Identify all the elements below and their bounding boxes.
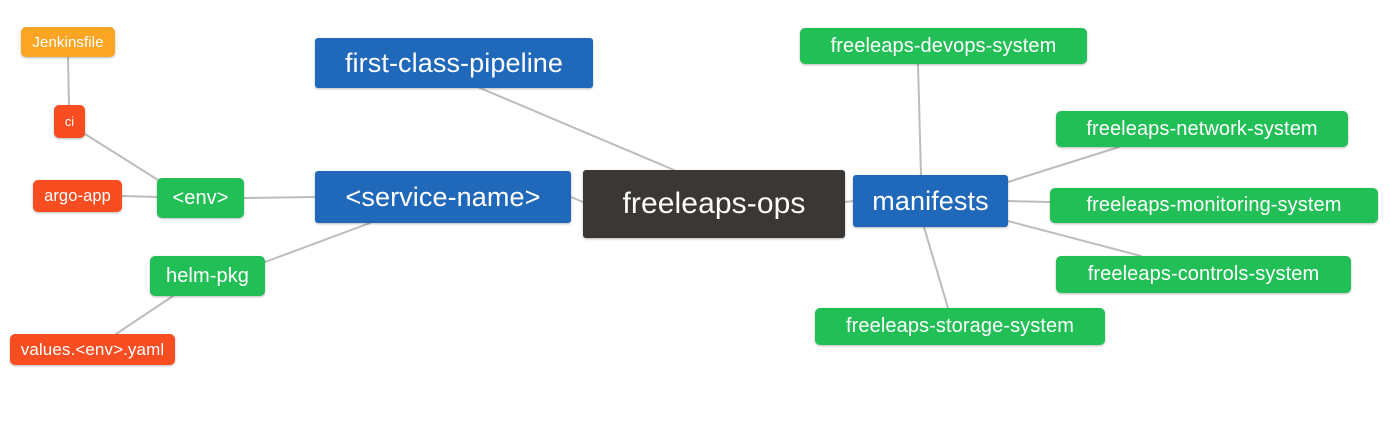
node-service-name[interactable]: <service-name> <box>315 171 571 223</box>
node-label: freeleaps-network-system <box>1086 117 1318 140</box>
node-freeleaps-devops-system[interactable]: freeleaps-devops-system <box>800 28 1087 64</box>
node-label: freeleaps-monitoring-system <box>1086 194 1342 216</box>
node-label: helm-pkg <box>165 264 250 287</box>
node-helm-pkg[interactable]: helm-pkg <box>150 256 265 296</box>
edge-manifests-to-freeleaps-network-system <box>1007 146 1120 183</box>
edge-jenkinsfile-to-ci <box>67 56 70 106</box>
edge-first-class-pipeline-to-freeleaps-ops <box>479 87 675 171</box>
node-label: freeleaps-storage-system <box>845 315 1075 337</box>
edge-ci-to-env <box>84 133 159 181</box>
edge-values-env-yaml-to-helm-pkg <box>115 295 174 335</box>
node-first-class-pipeline[interactable]: first-class-pipeline <box>315 38 593 88</box>
node-label: ci <box>64 114 75 129</box>
node-label: freeleaps-ops <box>622 187 806 220</box>
edge-env-to-service-name <box>243 196 316 199</box>
node-env[interactable]: <env> <box>157 178 244 218</box>
edge-manifests-to-freeleaps-monitoring-system <box>1007 200 1051 203</box>
node-freeleaps-storage-system[interactable]: freeleaps-storage-system <box>815 308 1105 345</box>
node-label: <service-name> <box>345 181 541 212</box>
node-label: freeleaps-devops-system <box>830 34 1057 57</box>
node-label: values.<env>.yaml <box>20 339 165 359</box>
node-freeleaps-network-system[interactable]: freeleaps-network-system <box>1056 111 1348 147</box>
node-label: manifests <box>872 185 989 216</box>
edge-helm-pkg-to-service-name <box>264 222 371 263</box>
node-values-env-yaml[interactable]: values.<env>.yaml <box>10 334 175 365</box>
edge-service-name-to-freeleaps-ops <box>570 196 584 203</box>
node-label: <env> <box>172 186 229 209</box>
edge-manifests-to-freeleaps-storage-system <box>923 226 949 309</box>
edge-manifests-to-freeleaps-controls-system <box>1007 220 1142 257</box>
node-freeleaps-ops[interactable]: freeleaps-ops <box>583 170 845 238</box>
node-freeleaps-controls-system[interactable]: freeleaps-controls-system <box>1056 256 1351 293</box>
node-manifests[interactable]: manifests <box>853 175 1008 227</box>
node-label: first-class-pipeline <box>344 47 564 78</box>
node-label: freeleaps-controls-system <box>1087 263 1320 285</box>
edge-argo-app-to-env <box>121 195 158 198</box>
node-jenkinsfile[interactable]: Jenkinsfile <box>21 27 115 57</box>
edge-freeleaps-ops-to-manifests <box>844 200 854 203</box>
edge-manifests-to-freeleaps-devops-system <box>917 63 922 176</box>
node-freeleaps-monitoring-system[interactable]: freeleaps-monitoring-system <box>1050 188 1378 223</box>
node-label: Jenkinsfile <box>32 33 104 51</box>
node-argo-app[interactable]: argo-app <box>33 180 122 212</box>
node-ci[interactable]: ci <box>54 105 85 138</box>
node-label: argo-app <box>44 186 111 205</box>
